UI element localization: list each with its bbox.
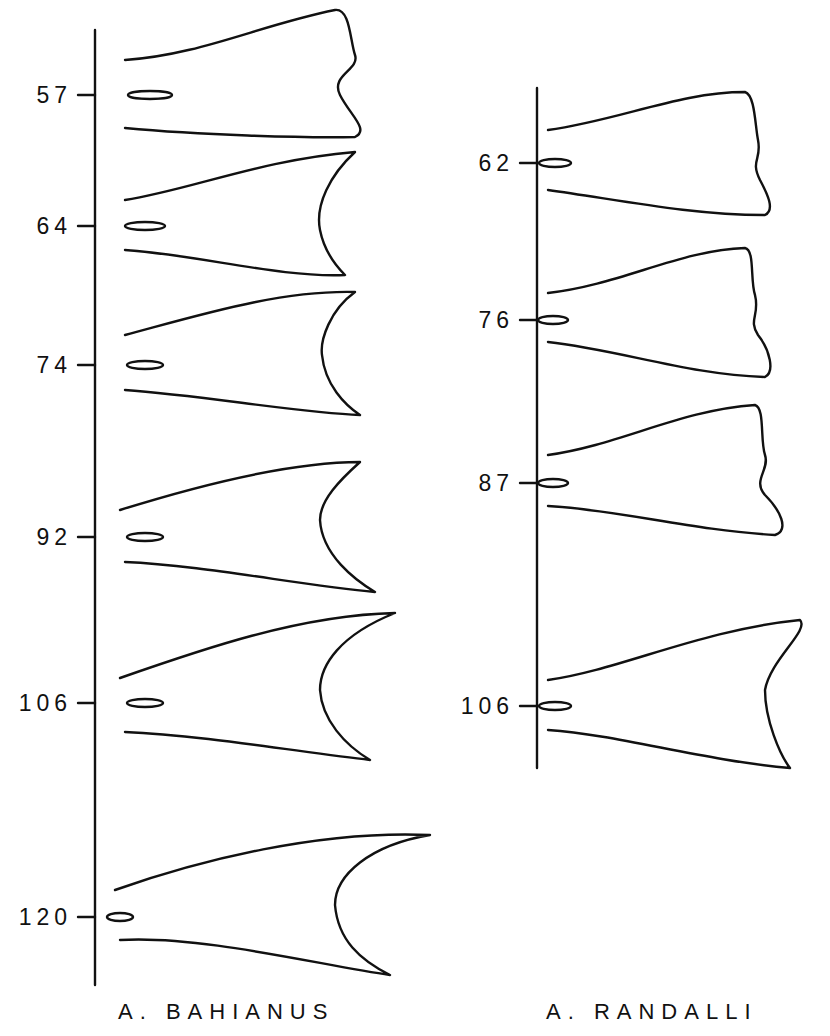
size-label: 62 — [478, 152, 514, 175]
size-label: 64 — [36, 215, 72, 238]
species-name: A. RANDALLI — [546, 1001, 758, 1023]
caudal-fin — [125, 292, 360, 415]
caudal-fin — [538, 248, 770, 377]
caudal-fin — [120, 462, 375, 592]
size-label: 57 — [36, 84, 72, 107]
caudal-fin — [125, 152, 355, 275]
size-label: 106 — [461, 695, 514, 718]
size-label: 92 — [36, 526, 72, 549]
species-name: A. BAHIANUS — [118, 1001, 334, 1023]
size-label: 120 — [19, 906, 72, 929]
size-axis — [536, 88, 538, 768]
size-label: 87 — [478, 472, 514, 495]
caudal-fin — [539, 620, 802, 768]
caudal-fin — [107, 834, 430, 975]
caudal-fin — [120, 613, 395, 760]
axis-ticks — [78, 95, 537, 917]
caudal-fin — [125, 10, 360, 137]
caudal-fin — [539, 92, 770, 215]
size-label: 76 — [478, 309, 514, 332]
size-axis — [94, 30, 96, 985]
size-label: 74 — [36, 354, 72, 377]
caudal-fin — [538, 405, 782, 535]
size-label: 106 — [19, 692, 72, 715]
